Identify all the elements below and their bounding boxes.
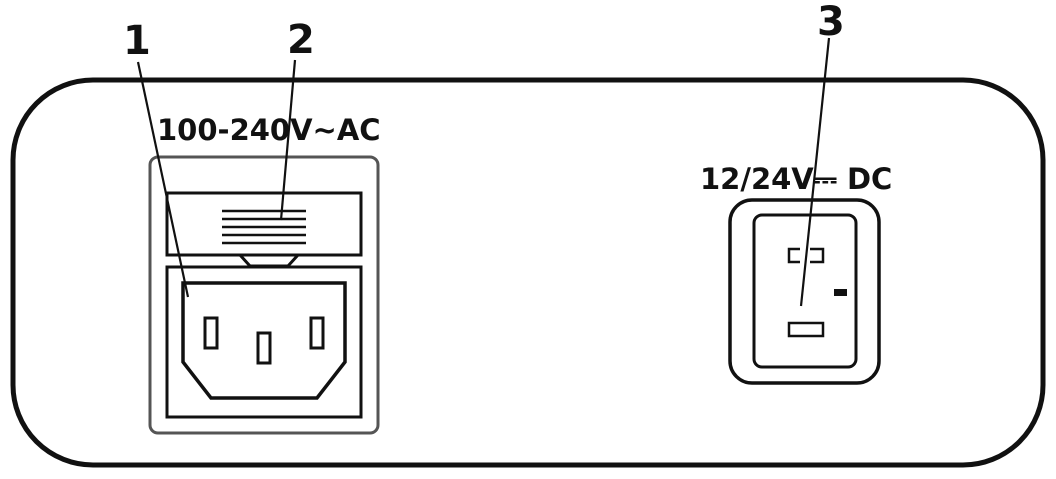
dc-socket-outer — [728, 198, 881, 385]
callout-number-1: 1 — [123, 18, 151, 64]
iec-c14-inlet — [165, 265, 363, 419]
ac-voltage-label: 100-240V~AC — [157, 113, 381, 147]
dc-socket-inner — [752, 213, 858, 369]
leader-line-3 — [799, 37, 831, 307]
iec-pin-left — [203, 316, 219, 350]
fuse-drawer-latch — [238, 253, 300, 268]
fuse-drawer — [165, 191, 363, 268]
callout-number-3: 3 — [817, 0, 845, 45]
dc-polarity-key — [834, 289, 847, 296]
dc-contact-upper-gap — [800, 246, 810, 265]
dc-output-socket — [728, 198, 881, 385]
ac-inlet-module — [148, 155, 380, 435]
leader-line-1 — [136, 61, 190, 298]
iec-inlet-socket-outline — [181, 281, 347, 400]
iec-pin-right — [309, 316, 325, 350]
panel-housing — [10, 77, 1046, 468]
ac-module-frame — [148, 155, 380, 435]
dc-voltage-label: 12/24V⎓ DC — [700, 162, 892, 196]
iec-pin-earth — [256, 331, 272, 365]
iec-inlet-surround — [165, 265, 363, 419]
callout-number-2: 2 — [287, 17, 315, 63]
dc-contact-lower — [787, 321, 825, 338]
leader-line-2 — [279, 59, 297, 221]
